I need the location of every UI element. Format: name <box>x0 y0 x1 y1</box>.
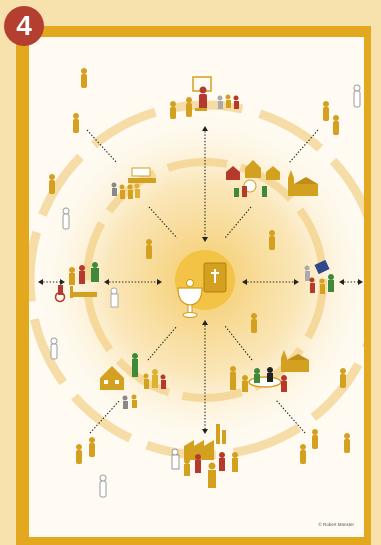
community-illustration <box>29 68 364 498</box>
walking-figures <box>49 68 361 498</box>
celebration-group-icon <box>304 259 334 294</box>
village-church-icon <box>226 160 318 197</box>
page-number: 4 <box>16 10 32 41</box>
chalice-icon <box>177 279 203 318</box>
school-group-icon <box>170 76 239 119</box>
care-home-icon <box>54 262 119 308</box>
church-gathering-icon <box>230 350 309 392</box>
bible-icon <box>203 262 227 293</box>
arrow-heads <box>38 126 363 434</box>
page-number-badge: 4 <box>4 6 44 46</box>
illustration-panel: © Robert Münster <box>29 37 364 537</box>
house-group-icon <box>100 353 166 409</box>
copyright-note: © Robert Münster <box>318 522 354 527</box>
factory-workers-icon <box>171 424 238 488</box>
family-table-icon <box>111 167 156 199</box>
connector-lines <box>40 128 361 434</box>
